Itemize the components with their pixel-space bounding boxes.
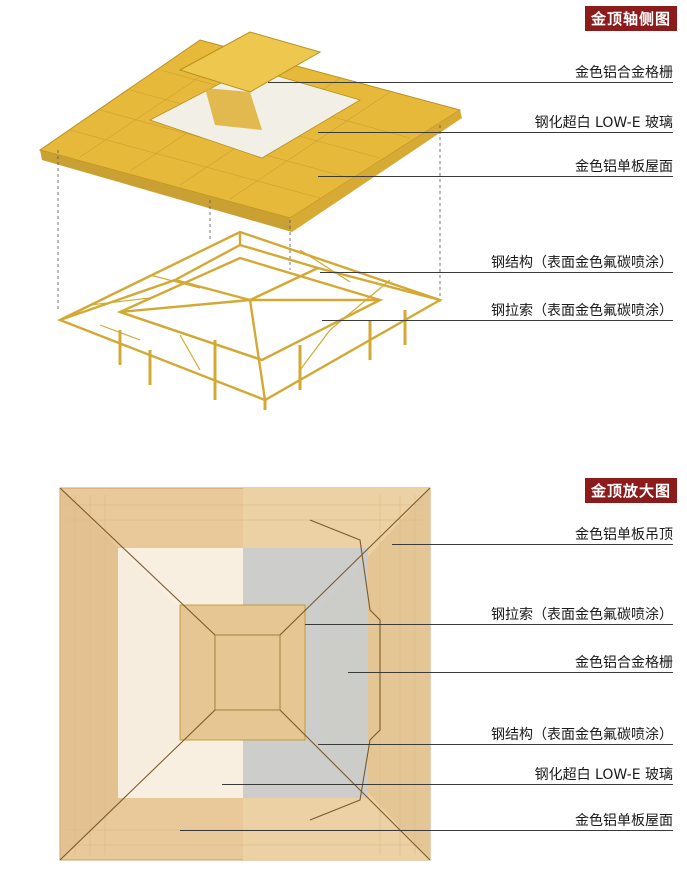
axon-leader-grille: [268, 82, 673, 83]
axon-label-grille: 金色铝合金格栅: [575, 65, 673, 81]
plan-leader-glass: [222, 784, 673, 785]
axon-title-badge: 金顶轴侧图: [585, 6, 678, 31]
plan-leader-cable: [305, 624, 673, 625]
plan-leader-grille: [348, 672, 673, 673]
axon-label-roof: 金色铝单板屋面: [575, 159, 673, 175]
axon-label-cable: 钢拉索（表面金色氟碳喷涂）: [491, 303, 673, 319]
axon-leader-cable: [322, 320, 673, 321]
plan-label-cable: 钢拉索（表面金色氟碳喷涂）: [491, 607, 673, 623]
plan-leader-structure: [318, 744, 673, 745]
plan-leader-ceiling: [392, 544, 673, 545]
axon-leader-structure: [320, 272, 673, 273]
projection-lines: [57, 125, 441, 310]
plan-label-roof: 金色铝单板屋面: [575, 813, 673, 829]
plan-drawing: [59, 487, 431, 861]
plan-label-grille: 金色铝合金格栅: [575, 655, 673, 671]
plan-label-structure: 钢结构（表面金色氟碳喷涂）: [491, 727, 673, 743]
axon-label-glass: 钢化超白 LOW-E 玻璃: [534, 115, 673, 131]
upper-roof-drawing: [38, 31, 462, 232]
axon-label-structure: 钢结构（表面金色氟碳喷涂）: [491, 255, 673, 271]
plan-label-ceiling: 金色铝单板吊顶: [575, 527, 673, 543]
axon-leader-glass: [318, 132, 673, 133]
plan-leader-roof: [180, 830, 673, 831]
plan-title-badge: 金顶放大图: [585, 478, 678, 503]
axon-leader-roof: [318, 176, 673, 177]
steel-structure-drawing: [57, 230, 443, 410]
plan-label-glass: 钢化超白 LOW-E 玻璃: [534, 767, 673, 783]
